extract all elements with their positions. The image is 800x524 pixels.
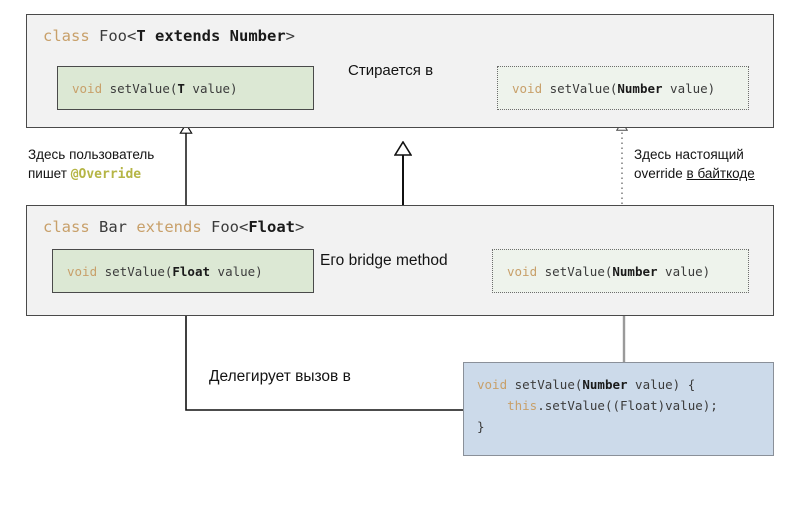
label-erased-to: Стирается в xyxy=(348,62,434,79)
keyword-this: this xyxy=(507,398,538,413)
note-line-1: Здесь настоящий xyxy=(634,147,744,162)
note-line-2-prefix: override xyxy=(634,166,687,181)
impl-delegate-call: .setValue((Float)value); xyxy=(537,398,718,413)
keyword-void: void xyxy=(477,377,508,392)
bridge-method-implementation-box: void setValue(Number value) { this.setVa… xyxy=(463,362,774,456)
param-type: T xyxy=(177,80,185,96)
param-tail: value) xyxy=(662,80,716,96)
angle-close-bar: > xyxy=(295,218,305,236)
keyword-void: void xyxy=(67,263,98,279)
method-box-bar-source: void setValue(Float value) xyxy=(52,249,314,293)
param-tail: value) xyxy=(184,80,238,96)
note-user-writes-override: Здесь пользователь пишет @Override xyxy=(28,145,154,184)
class-signature-bar: class Bar extends Foo<Float> xyxy=(43,218,304,236)
impl-method-name: setValue( xyxy=(507,377,583,392)
keyword-void: void xyxy=(512,80,543,96)
class-signature-foo: class Foo<T extends Number> xyxy=(43,27,295,45)
param-tail: value) xyxy=(657,263,711,279)
keyword-class: class xyxy=(43,218,90,236)
angle-close-foo: > xyxy=(285,27,295,45)
keyword-void: void xyxy=(72,80,103,96)
keyword-class: class xyxy=(43,27,90,45)
param-type: Number xyxy=(612,263,658,279)
method-name: setValue( xyxy=(102,80,178,96)
method-name: setValue( xyxy=(542,80,618,96)
note-real-bytecode-override: Здесь настоящий override в байткоде xyxy=(634,145,755,183)
method-name: setValue( xyxy=(537,263,613,279)
label-delegates-to: Делегирует вызов в xyxy=(209,368,351,385)
class-name-bar: Bar xyxy=(89,218,137,236)
impl-param-type: Number xyxy=(582,377,628,392)
keyword-void: void xyxy=(507,263,538,279)
method-box-foo-erased: void setValue(Number value) xyxy=(497,66,749,110)
param-type: Float xyxy=(172,263,211,279)
label-bridge-method: Его bridge method xyxy=(320,252,448,269)
note-line-2-underlined: в байткоде xyxy=(686,166,755,181)
impl-indent xyxy=(477,398,507,413)
method-box-bar-bridge: void setValue(Number value) xyxy=(492,249,749,293)
type-parameter-foo: T extends Number xyxy=(136,27,286,45)
param-tail: value) xyxy=(210,263,263,279)
note-line-1: Здесь пользователь xyxy=(28,147,155,162)
impl-line1-tail: value) { xyxy=(627,377,696,392)
class-name-foo: Foo< xyxy=(89,27,137,45)
keyword-extends: extends xyxy=(136,218,202,236)
override-annotation-text: @Override xyxy=(70,167,142,182)
note-line-2-prefix: пишет xyxy=(28,166,71,181)
superclass-name: Foo< xyxy=(201,218,249,236)
param-type: Number xyxy=(617,80,663,96)
method-name: setValue( xyxy=(97,263,173,279)
impl-close-brace: } xyxy=(477,419,485,434)
connector-delegation xyxy=(181,300,463,411)
method-box-foo-source: void setValue(T value) xyxy=(57,66,314,110)
type-argument-bar: Float xyxy=(248,218,296,236)
